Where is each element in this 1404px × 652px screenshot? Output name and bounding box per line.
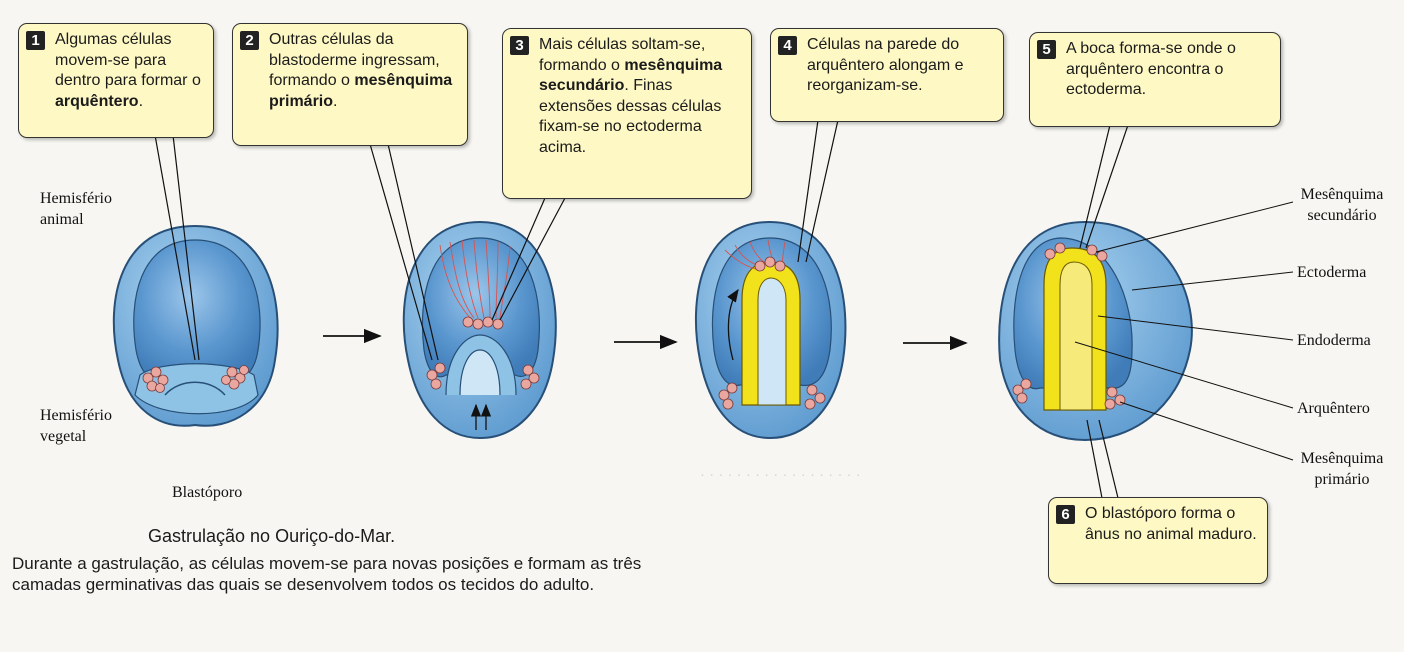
figure-caption: Durante a gastrulação, as células movem-…: [12, 554, 642, 594]
step-5-number: 5: [1037, 40, 1056, 59]
step-4-number: 4: [778, 36, 797, 55]
embryo-stage-3: [694, 220, 847, 440]
step-1-number: 1: [26, 31, 45, 50]
step-3-tail: . Finas extensões dessas células fixam-s…: [539, 77, 722, 156]
step-5-text: A boca forma-se onde o arquêntero encont…: [1066, 40, 1236, 98]
step-5-callout: 5 A boca forma-se onde o arquêntero encon…: [1029, 32, 1281, 127]
step-6-callout: 6 O blastóporo forma o ânus no animal mad…: [1048, 497, 1268, 584]
label-leaders: [1074, 201, 1294, 461]
label-blastopore: Blastóporo: [172, 484, 243, 501]
step-2-bold: mesênquima primário: [269, 72, 453, 110]
step-1-bold: arquêntero: [55, 92, 139, 110]
label-vegetal-hemisphere: Hemisfério vegetal: [40, 407, 112, 445]
label-animal-hemisphere: Hemisfério animal: [40, 190, 112, 228]
callout-pointers: [154, 119, 1129, 499]
step-3-callout: 3 Mais células soltam-se, formando o mesê…: [502, 28, 752, 199]
step-3-number: 3: [510, 36, 529, 55]
figure-title: Gastrulação no Ouriço-do-Mar.: [148, 526, 396, 546]
step-4-text: Células na parede do arquêntero alongam …: [807, 36, 964, 94]
embryo-stage-1: [112, 224, 279, 427]
step-3-text: Mais células soltam-se, formando o: [539, 36, 706, 74]
step-1-text: Algumas células movem-se para dentro par…: [55, 31, 201, 89]
embryo-stage-2: [402, 220, 557, 440]
step-2-number: 2: [240, 31, 259, 50]
label-primary-mesenchyme: Mesênquima primário: [1300, 450, 1384, 488]
embryo-stage-4: [998, 220, 1193, 442]
step-2-tail: .: [333, 92, 338, 110]
step-1-tail: .: [138, 92, 144, 110]
step-1-callout: 1 Algumas células movem-se para dentro pa…: [18, 23, 214, 138]
label-endoderm: Endoderma: [1297, 332, 1371, 349]
label-ectoderm: Ectoderma: [1297, 264, 1367, 281]
label-secondary-mesenchyme: Mesênquima secundário: [1300, 186, 1384, 224]
step-6-text: O blastóporo forma o ânus no animal madu…: [1085, 505, 1257, 543]
step-3-bold: mesênquima secundário: [539, 56, 723, 95]
step-2-text: Outras células da blastoderme ingressam,…: [269, 31, 440, 89]
step-4-callout: 4 Células na parede do arquêntero alongam…: [770, 28, 1004, 122]
step-6-number: 6: [1056, 505, 1075, 524]
step-2-callout: 2 Outras células da blastoderme ingressam…: [232, 23, 468, 146]
label-archenteron: Arquêntero: [1297, 400, 1370, 417]
